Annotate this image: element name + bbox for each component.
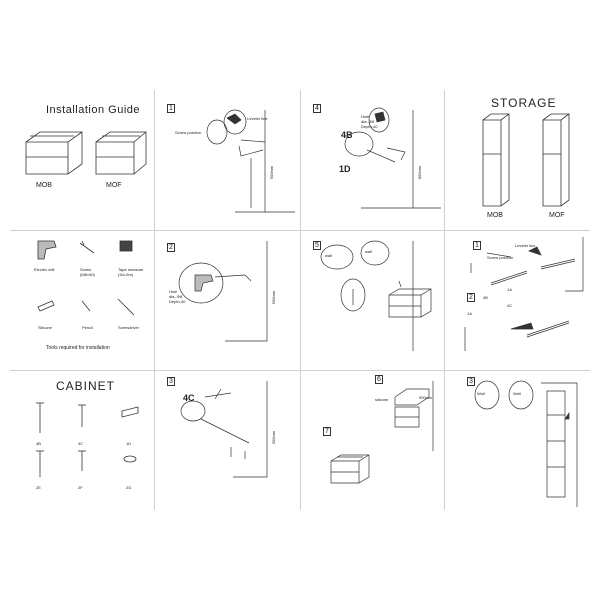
model-label-mob: MOB [36,182,52,189]
step-number: 7 [323,427,331,436]
label-leveler-line: Leveler line [515,243,536,248]
storage-panel: STORAGE MOB MOF [445,90,590,230]
label-wall: Wall [513,391,521,396]
cabinet-title: CABINET [56,379,116,393]
step-1-panel: 1 Screw position Leveler line 500mm [155,90,300,230]
model-label-mof: MOF [106,182,122,189]
step-3-illustration [180,381,268,478]
step-1-illustration [206,109,295,213]
step-number: 4 [313,104,321,113]
storage-step-3-panel: 3 Wall Wall [445,371,590,510]
tool-label: Tape measure (3m-5m) [118,267,144,277]
tools-illustration [37,240,135,316]
installation-guide-panel: Installation Guide MOB MOF [10,90,154,230]
step-2-panel: 2 Hole dia.-Φ8 Depth-40 500mm [155,231,300,370]
label-wall: wall [325,253,332,258]
step-5-panel: 5 wall wall [301,231,444,370]
tool-label: Pencil [82,325,93,330]
step-4-panel: 4 Hole dia.-Φ8 Depth-40 4B 1D 800mm [301,90,444,230]
dimension-label: 800mm [417,165,423,180]
dimension-label: 500mm [269,165,275,180]
installation-sheet: Installation Guide MOB MOF 1 [10,90,590,510]
tool-label: Electric drill [34,267,55,272]
grid-divider [10,370,590,371]
label-depth: Depth-40 [169,299,186,304]
guide-title: Installation Guide [46,104,140,116]
part-callout: 4B [483,295,488,300]
part-callout: 4C [183,393,195,403]
part-callout: 4C [507,303,513,308]
part-callout: 1D [339,164,351,174]
label-wall: wall [365,249,372,254]
part-label: 2F [78,485,83,490]
storage-model-mob: MOB [487,212,503,219]
dimension-label: 500mm [271,290,277,305]
grid-divider [444,90,445,510]
step-number: 3 [167,377,175,386]
step-3-panel: 3 4C 500mm [155,371,300,510]
label-depth: Depth-40 [361,124,378,129]
step-number: 1 [167,104,175,113]
step-6-7-panel: 6 7 silicone 500mm [301,371,444,510]
tools-caption: Tools required for installation [46,345,110,351]
storage-steps-panel: 1 2 Screw position Leveler line 1A 4B 1A… [445,231,590,370]
grid-divider [10,230,590,231]
dimension-label: 500mm [271,430,277,445]
grid-divider [154,90,155,510]
storage-steps-illustration [464,237,584,351]
part-label: 2G [126,485,132,490]
label-screw-position: Screw position [175,130,202,135]
step-number: 5 [313,241,321,250]
step-2-illustration [178,241,268,342]
part-callout: 4B [341,130,353,140]
step-4-illustration [344,107,441,209]
tool-label: Screw (M8×80) [80,267,96,277]
vanity-models-illustration [25,131,147,175]
storage-step-3-illustration [474,380,578,507]
step-6-7-illustration [330,381,434,484]
tool-label: Screwdriver [118,325,140,330]
step-number: 3 [467,377,475,386]
part-label: 1D [126,441,132,446]
label-silicone: silicone [375,397,389,402]
label-hole: Hole [169,289,178,294]
part-label: 4B [36,441,41,446]
step-number: 1 [473,241,481,250]
storage-model-mof: MOF [549,212,565,219]
label-screw-position: Screw position [487,255,514,260]
label-diameter: dia.-Φ8 [169,294,183,299]
grid-divider [300,90,301,510]
cabinet-parts-panel: CABINET 4B 4C 1D 2E 2F 2G [10,371,154,510]
part-callout: 1A [507,287,512,292]
dimension-label: 500mm [419,395,433,400]
storage-title: STORAGE [491,96,557,110]
step-number: 2 [467,293,475,302]
part-label: 2E [36,485,41,490]
storage-cabinets-illustration [482,113,570,207]
label-leveler-line: Leveler line [247,116,268,121]
label-diameter: dia.-Φ8 [361,119,375,124]
tools-panel: Electric drill Screw (M8×80) Tape measur… [10,231,154,370]
cabinet-parts-illustration [36,402,139,477]
label-hole: Hole [361,114,370,119]
step-5-illustration [320,240,432,351]
part-callout: 1A [467,311,472,316]
step-number: 2 [167,243,175,252]
part-label: 4C [78,441,84,446]
tool-label: Silicone [38,325,53,330]
label-wall: Wall [477,391,485,396]
step-number: 6 [375,375,383,384]
